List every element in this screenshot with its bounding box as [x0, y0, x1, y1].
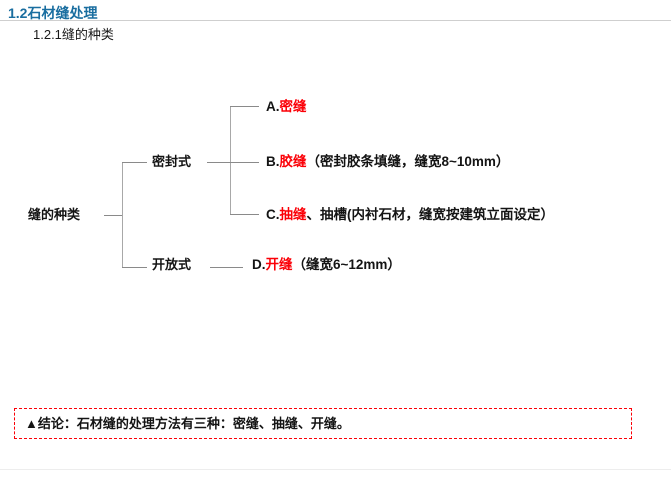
footer-divider [0, 469, 671, 470]
connector-bracket-level1-spine [122, 162, 123, 268]
title-divider [0, 20, 671, 21]
connector-bracket-level1-arm-sealed [122, 162, 147, 163]
connector-bracket-level2-arm-c [230, 214, 259, 215]
connector-bracket-level1-arm-open [122, 267, 147, 268]
tree-leaf-d-suffix: （缝宽6~12mm） [292, 257, 401, 272]
connector-root-stem [104, 215, 123, 216]
tree-leaf-d-keyword: 开缝 [265, 257, 293, 272]
tree-leaf-c-suffix: 、抽槽(内衬石材，缝宽按建筑立面设定） [306, 207, 555, 222]
tree-leaf-b-suffix: （密封胶条填缝，缝宽8~10mm） [306, 154, 510, 169]
connector-bracket-level2-spine [230, 106, 231, 215]
page-title: 1.2石材缝处理 [8, 5, 98, 21]
tree-leaf-a-keyword: 密缝 [279, 99, 307, 114]
tree-branch-label-sealed: 密封式 [152, 154, 192, 169]
tree-leaf-d-prefix: D. [252, 257, 266, 272]
tree-leaf-a: A.密缝 [266, 100, 307, 114]
connector-open-to-d [210, 267, 243, 268]
tree-branch-label-open: 开放式 [152, 257, 192, 272]
tree-leaf-b: B.胶缝（密封胶条填缝，缝宽8~10mm） [266, 155, 509, 169]
connector-sealed-stem [207, 162, 231, 163]
tree-root-label: 缝的种类 [28, 207, 81, 222]
tree-leaf-c-prefix: C. [266, 207, 280, 222]
tree-leaf-d: D.开缝（缝宽6~12mm） [252, 258, 401, 272]
connector-bracket-level2-arm-b [230, 162, 259, 163]
section-subtitle: 1.2.1缝的种类 [33, 27, 114, 42]
connector-bracket-level2-arm-a [230, 106, 259, 107]
conclusion-callout-box: ▲结论：石材缝的处理方法有三种：密缝、抽缝、开缝。 [14, 408, 632, 439]
tree-leaf-b-prefix: B. [266, 154, 280, 169]
conclusion-text: ▲结论：石材缝的处理方法有三种：密缝、抽缝、开缝。 [25, 416, 350, 431]
tree-leaf-c: C.抽缝、抽槽(内衬石材，缝宽按建筑立面设定） [266, 208, 554, 222]
tree-leaf-b-keyword: 胶缝 [279, 154, 307, 169]
tree-leaf-c-keyword: 抽缝 [279, 207, 307, 222]
tree-leaf-a-prefix: A. [266, 99, 280, 114]
